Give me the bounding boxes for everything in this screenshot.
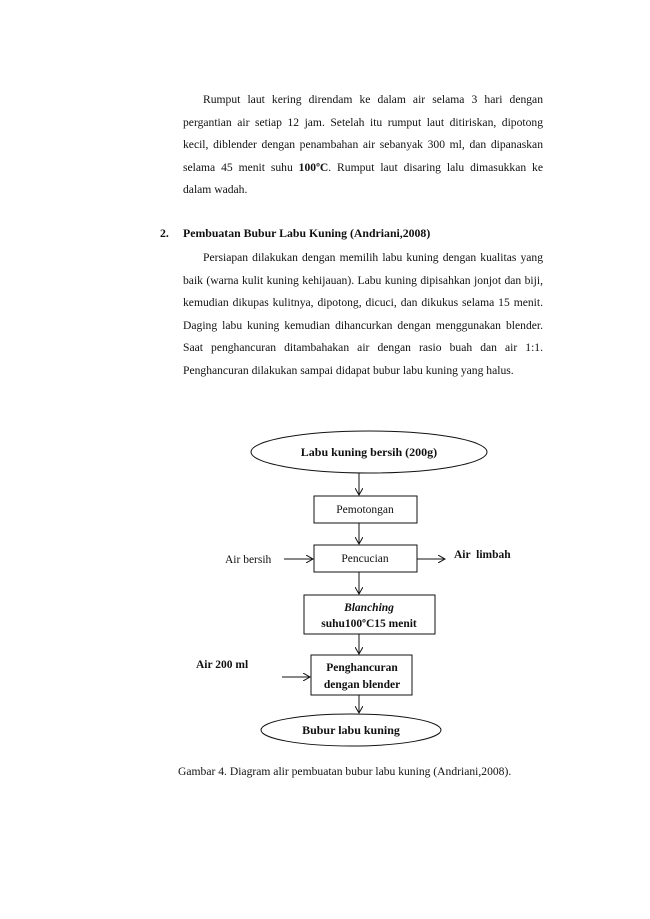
section-number: 2. xyxy=(160,226,169,240)
flow-step-washing-label: Pencucian xyxy=(341,553,389,565)
paragraph-seaweed-temperature: 100ºC xyxy=(298,160,329,174)
section-heading: 2. Pembuatan Bubur Labu Kuning (Andriani,… xyxy=(160,226,430,241)
paragraph-seaweed-tail: . Rumput laut disaring lalu dimasukkan k… xyxy=(183,160,543,197)
paragraph-seaweed: Rumput laut kering direndam ke dalam air… xyxy=(183,89,543,202)
flow-end-ellipse xyxy=(260,713,442,747)
paragraph-pumpkin: Persiapan dilakukan dengan memilih labu … xyxy=(183,247,543,382)
paragraph-seaweed-lead: Rumput laut kering direndam ke dalam air… xyxy=(183,93,543,174)
flow-step-blanching-box xyxy=(303,594,436,635)
section-title: Pembuatan Bubur Labu Kuning (Andriani,20… xyxy=(183,226,431,240)
flow-step-crushing-box xyxy=(310,654,413,696)
flow-step-crushing-detail: dengan blender xyxy=(324,679,400,691)
flow-step-cutting-box xyxy=(313,495,418,524)
flow-step-blanching-title: Blanching xyxy=(343,602,394,614)
flow-start-ellipse xyxy=(250,430,488,474)
flow-input-clean-water: Air bersih xyxy=(225,554,272,566)
flow-step-cutting-label: Pemotongan xyxy=(336,504,394,516)
flow-step-blanching-detail: suhu100ºC15 menit xyxy=(321,618,417,630)
paragraph-pumpkin-text: Persiapan dilakukan dengan memilih labu … xyxy=(183,251,543,377)
flow-end-label: Bubur labu kuning xyxy=(302,723,400,737)
figure-caption: Gambar 4. Diagram alir pembuatan bubur l… xyxy=(178,765,512,778)
flow-input-water-200ml: Air 200 ml xyxy=(196,659,248,671)
flow-output-waste-water: Air limbah xyxy=(454,549,511,561)
flow-start-label: Labu kuning bersih (200g) xyxy=(301,445,437,459)
flow-step-crushing-title: Penghancuran xyxy=(326,662,398,674)
